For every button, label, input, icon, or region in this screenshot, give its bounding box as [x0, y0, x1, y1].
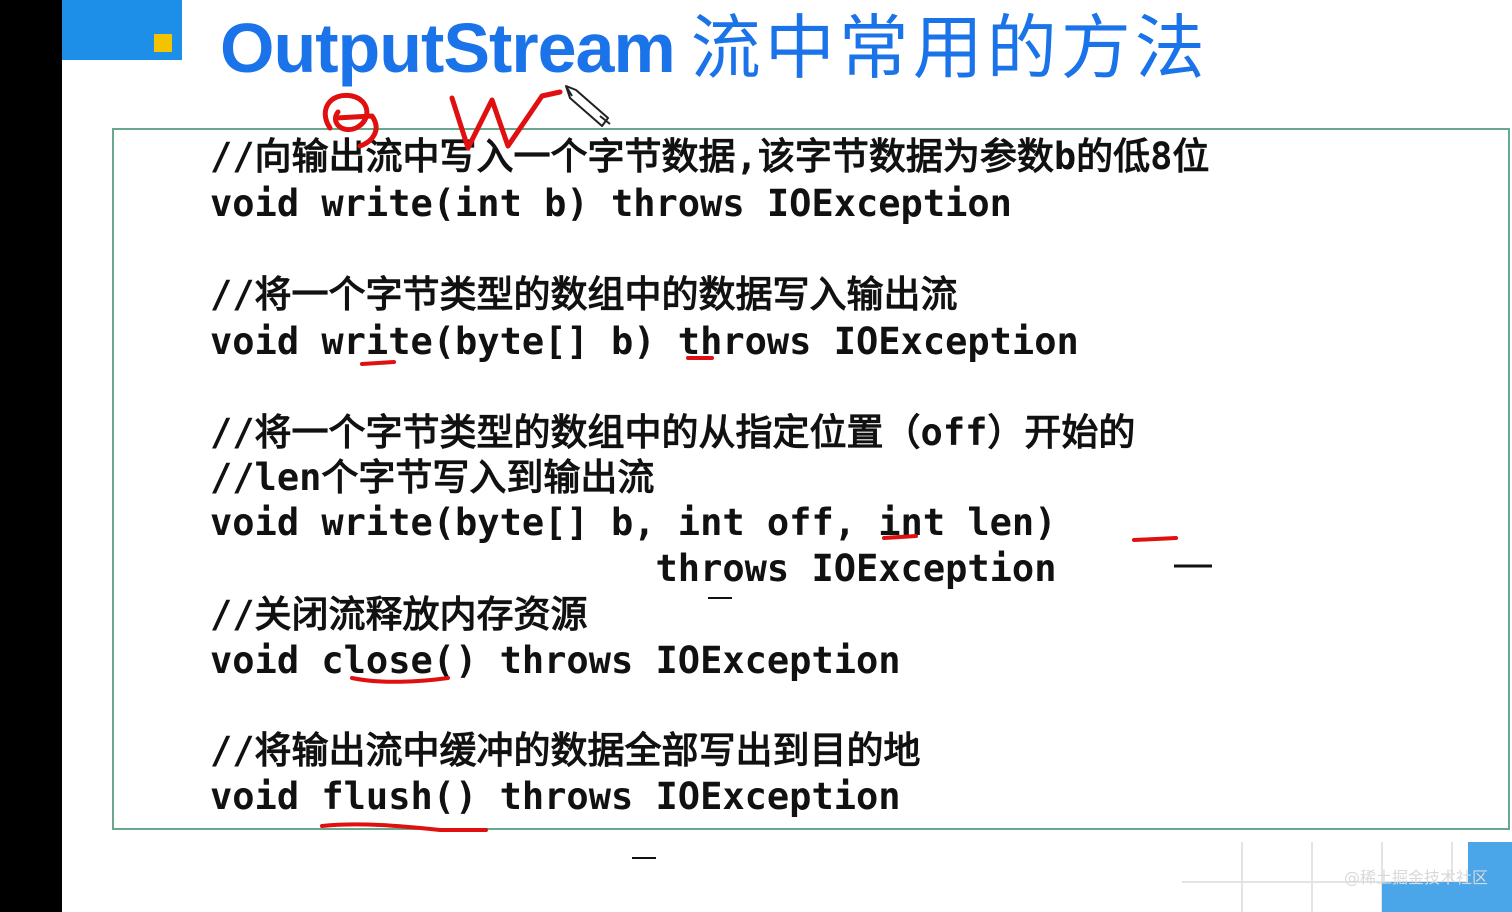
code-box — [112, 128, 1510, 830]
method-3-signature-line2: throws IOException — [210, 547, 1057, 590]
method-5-comment: //将输出流中缓冲的数据全部写出到目的地 — [210, 729, 921, 772]
method-1-signature: void write(int b) throws IOException — [210, 182, 1012, 225]
method-2-signature: void write(byte[] b) throws IOException — [210, 320, 1079, 363]
corner-decoration — [1382, 882, 1512, 912]
method-5-signature: void flush() throws IOException — [210, 775, 901, 818]
method-4-comment: //关闭流释放内存资源 — [210, 593, 588, 636]
left-black-bar — [0, 0, 62, 912]
title-chinese: 流中常用的方法 — [690, 7, 1209, 89]
title-english: OutputStream — [220, 9, 676, 87]
watermark: @稀土掘金技术社区 — [1343, 868, 1488, 887]
method-3-comment-line2: //len个字节写入到输出流 — [210, 456, 655, 499]
method-3-comment-line1: //将一个字节类型的数组中的从指定位置（off）开始的 — [210, 411, 1136, 454]
method-4-signature: void close() throws IOException — [210, 639, 901, 682]
title-accent-square — [154, 34, 172, 52]
corner-decoration-top — [1468, 842, 1512, 882]
method-3-signature-line1: void write(byte[] b, int off, int len) — [210, 501, 1057, 544]
method-2-comment: //将一个字节类型的数组中的数据写入输出流 — [210, 273, 958, 316]
method-1-comment: //向输出流中写入一个字节数据,该字节数据为参数b的低8位 — [210, 135, 1210, 178]
